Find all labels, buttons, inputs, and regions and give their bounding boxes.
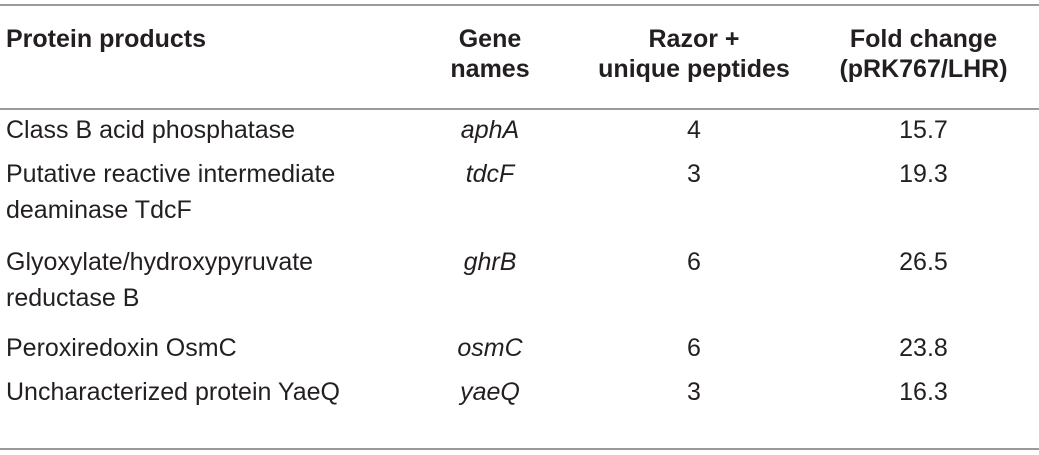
table-row: Peroxiredoxin OsmC osmC 6 23.8 [0,322,1039,366]
peptides-cell: 3 [687,378,701,406]
header-fold-line2: (pRK767/LHR) [839,55,1008,83]
header-gene-names: Gene names [400,6,580,90]
header-rule [0,108,1039,110]
header-peptides: Razor + unique peptides [580,6,808,90]
gene-cell: osmC [457,334,523,362]
header-protein-label: Protein products [6,25,207,53]
protein-cell: Peroxiredoxin OsmC [0,322,400,366]
header-row: Protein products Gene names Razor + uniq… [0,6,1039,90]
fold-change-cell: 23.8 [899,334,948,362]
gene-cell: yaeQ [460,378,520,406]
fold-change-cell: 19.3 [899,160,948,188]
protein-name: Peroxiredoxin OsmC [6,334,237,362]
header-peptides-line1: Razor + [648,25,740,53]
peptides-cell: 4 [687,116,701,144]
peptides-cell: 6 [687,248,701,276]
protein-cell: Putative reactive intermediate deaminase… [0,148,400,236]
protein-name: Uncharacterized protein YaeQ [6,378,340,406]
table-row: Glyoxylate/hydroxypyruvate reductase B g… [0,236,1039,322]
fold-change-cell: 26.5 [899,248,948,276]
header-protein-products: Protein products [0,6,400,90]
gene-cell: ghrB [463,248,517,276]
table-header: Protein products Gene names Razor + uniq… [0,6,1039,90]
peptides-cell: 3 [687,160,701,188]
header-fold-change: Fold change (pRK767/LHR) [808,6,1039,90]
table-row: Uncharacterized protein YaeQ yaeQ 3 16.3 [0,366,1039,410]
peptides-cell: 6 [687,334,701,362]
table-row: Class B acid phosphatase aphA 4 15.7 [0,90,1039,148]
header-gene-line1: Gene [458,25,522,53]
fold-change-cell: 16.3 [899,378,948,406]
protein-name-line2: reductase B [6,284,140,312]
protein-name: Glyoxylate/hydroxypyruvate [6,248,314,276]
top-rule [0,4,1039,6]
protein-cell: Glyoxylate/hydroxypyruvate reductase B [0,236,400,322]
protein-name: Class B acid phosphatase [6,116,296,144]
bottom-rule [0,448,1039,450]
header-peptides-line2: unique peptides [598,55,790,83]
header-fold-line1: Fold change [849,25,998,53]
header-gene-line2: names [450,55,530,83]
table-body: Class B acid phosphatase aphA 4 15.7 Put… [0,90,1039,410]
protein-cell: Uncharacterized protein YaeQ [0,366,400,410]
protein-cell: Class B acid phosphatase [0,90,400,148]
protein-name-line2: deaminase TdcF [6,196,192,224]
protein-name: Putative reactive intermediate [6,160,336,188]
gene-cell: aphA [460,116,520,144]
fold-change-cell: 15.7 [899,116,948,144]
gene-cell: tdcF [465,160,515,188]
protein-table: Protein products Gene names Razor + uniq… [0,6,1039,410]
table-row: Putative reactive intermediate deaminase… [0,148,1039,236]
